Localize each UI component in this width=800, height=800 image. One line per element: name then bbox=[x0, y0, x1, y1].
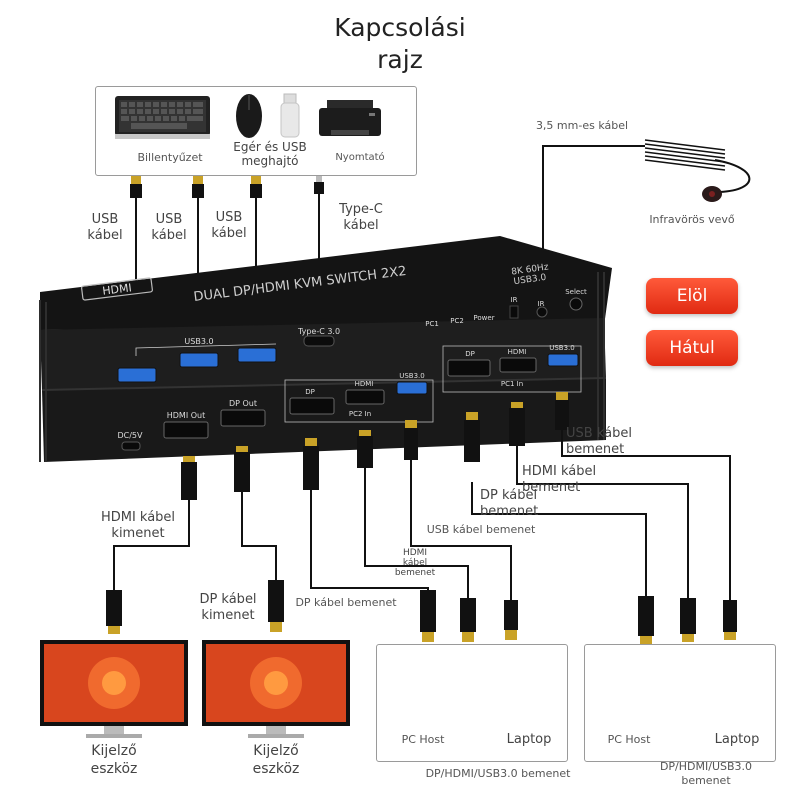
select-button[interactable] bbox=[569, 297, 583, 311]
rear-pc1-usb-label: USB3.0 bbox=[549, 344, 575, 352]
rear-dp-out-label: DP Out bbox=[229, 399, 257, 408]
usb-in-cable-label: USB kábel bemenet bbox=[426, 523, 536, 536]
pc1-hdmi-port bbox=[499, 357, 537, 373]
front-view-button[interactable]: Elöl bbox=[646, 278, 738, 314]
dp-in-cable-label: DP kábel bemenet bbox=[295, 596, 397, 609]
laptop-label-2: Laptop bbox=[714, 732, 760, 747]
typec30-label: Type-C 3.0 bbox=[297, 327, 340, 336]
rear-pc2-in-label: PC2 In bbox=[349, 410, 371, 418]
pc1-in-group bbox=[442, 345, 582, 393]
ir-jack-port bbox=[536, 306, 548, 318]
page-title: Kapcsolási rajz bbox=[334, 13, 466, 74]
monitor-right-icon bbox=[202, 640, 350, 738]
usb-drive-icon bbox=[280, 93, 300, 138]
dp-out-port bbox=[220, 409, 266, 427]
hdmi-in-small-label: HDMI kábel bemenet bbox=[394, 548, 436, 578]
printer-label: Nyomtató bbox=[335, 152, 385, 163]
printer-icon bbox=[319, 100, 381, 136]
front-pc2-label: PC2 bbox=[450, 317, 464, 325]
rear-pc2-dp-label: DP bbox=[305, 388, 315, 396]
host-group-2 bbox=[584, 644, 776, 762]
front-power-label: Power bbox=[473, 314, 494, 322]
rear-dc-label: DC/5V bbox=[117, 431, 143, 440]
dc-port bbox=[121, 441, 141, 451]
front-ir-label-1: IR bbox=[511, 296, 518, 304]
front-ir-label-2: IR bbox=[538, 300, 545, 308]
hdmi-logo-frame bbox=[81, 277, 153, 301]
rear-pc2-usb-label: USB3.0 bbox=[399, 372, 425, 380]
device-logo: HDMI bbox=[102, 281, 133, 297]
rear-pc1-hdmi-label: HDMI bbox=[508, 348, 527, 356]
rear-pc1-dp-label: DP bbox=[465, 350, 475, 358]
bottom-plugs bbox=[106, 392, 737, 644]
keyboard-icon bbox=[115, 96, 210, 139]
hdmi-out-port bbox=[163, 421, 209, 439]
back-view-button[interactable]: Hátul bbox=[646, 330, 738, 366]
pc2-hdmi-port bbox=[345, 389, 385, 405]
bottom-cables bbox=[113, 430, 731, 600]
pc2-dp-port bbox=[289, 397, 335, 415]
jack-cable-label: 3,5 mm-es kábel bbox=[535, 119, 629, 132]
usb30-label: USB3.0 bbox=[184, 337, 213, 346]
ir-port bbox=[509, 305, 519, 319]
pc1-usb-port bbox=[547, 353, 579, 367]
keyboard-label: Billentyűzet bbox=[137, 151, 203, 164]
front-typec-port bbox=[303, 335, 335, 347]
mouse-icon bbox=[236, 94, 262, 138]
monitor-left-icon bbox=[40, 640, 188, 738]
rear-pc2-hdmi-label: HDMI bbox=[355, 380, 374, 388]
ir-receiver-label: Infravörös vevő bbox=[649, 213, 735, 226]
laptop-label-1: Laptop bbox=[506, 732, 552, 747]
rear-hdmi-out-label: HDMI Out bbox=[167, 411, 205, 420]
device-spec-2: USB3.0 bbox=[513, 273, 547, 288]
ir-receiver-icon bbox=[702, 186, 722, 202]
pc-host-label-2: PC Host bbox=[607, 733, 651, 746]
rear-pc1-in-label: PC1 In bbox=[501, 380, 523, 388]
peripherals-illustration bbox=[115, 93, 381, 139]
host-group-1 bbox=[376, 644, 568, 762]
front-select-label: Select bbox=[565, 288, 587, 296]
front-usb-ports bbox=[117, 343, 277, 383]
front-pc1-label: PC1 bbox=[425, 320, 439, 328]
pc2-in-group bbox=[284, 379, 434, 423]
mouse-usb-label: Egér és USB meghajtó bbox=[233, 140, 307, 168]
pc2-usb-port bbox=[396, 381, 428, 395]
pc-host-label-1: PC Host bbox=[401, 733, 445, 746]
ir-cable-coil bbox=[644, 139, 726, 171]
pc1-dp-port bbox=[447, 359, 491, 377]
host-group-1-caption: DP/HDMI/USB3.0 bemenet bbox=[425, 767, 571, 780]
